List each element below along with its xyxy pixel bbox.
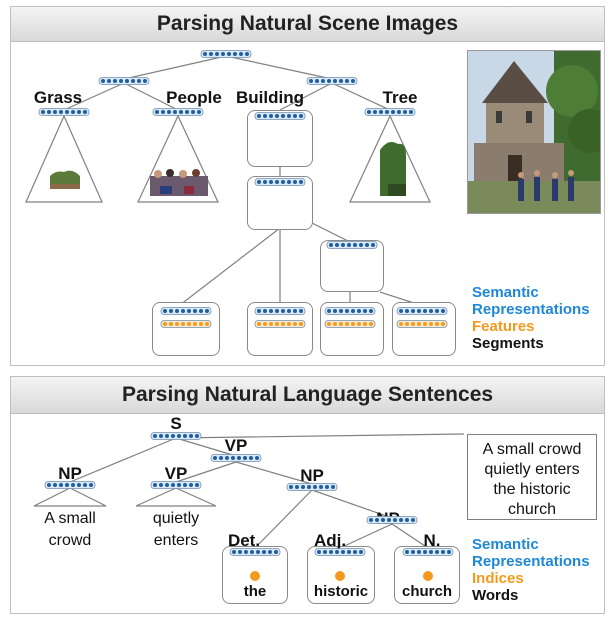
feature-vector-2	[254, 320, 306, 328]
language-panel-title: Parsing Natural Language Sentences	[11, 377, 604, 414]
np-left-label: NP	[58, 464, 82, 483]
node-det	[229, 548, 281, 556]
node-segment-1	[160, 307, 212, 315]
scene-parsing-panel: Parsing Natural Scene Images	[10, 6, 605, 366]
phrase-a-small-line2: crowd	[48, 532, 92, 549]
node-np-left	[44, 481, 96, 489]
node-s	[150, 432, 202, 440]
legend-segments: Segments	[472, 335, 544, 352]
phrase-a-small-crowd: A small crowd	[44, 508, 96, 552]
node-vp	[210, 454, 262, 462]
adj-label: Adj.	[313, 531, 347, 550]
det-label: Det.	[227, 531, 261, 550]
node-left-inner	[98, 77, 150, 85]
phrase-a-small-line1: A small	[44, 510, 96, 527]
scene-photo	[467, 50, 601, 214]
node-people	[152, 108, 204, 116]
node-n	[402, 548, 454, 556]
sentence-line-3: the historic	[493, 481, 571, 498]
n-label: N.	[423, 531, 441, 550]
language-legend: Semantic Representations Indices Words	[472, 536, 590, 604]
feature-vector-3	[324, 320, 376, 328]
node-right-inner	[306, 77, 358, 85]
sentence-box: A small crowd quietly enters the histori…	[467, 434, 597, 520]
node-segment-2	[254, 307, 306, 315]
tree-label: Tree	[382, 88, 418, 107]
legend-features: Features	[472, 318, 535, 335]
node-segment-4	[396, 307, 448, 315]
legend-words: Words	[472, 587, 519, 604]
building-label: Building	[236, 88, 304, 107]
legend-representations-2: Representations	[472, 553, 590, 570]
grass-label: Grass	[33, 88, 83, 107]
feature-vector-1	[160, 320, 212, 328]
node-building-2	[254, 178, 306, 186]
language-parsing-panel: Parsing Natural Language Sentences	[10, 376, 605, 614]
index-dot-church	[423, 571, 433, 581]
language-triangles	[33, 487, 217, 507]
node-vp-left	[150, 481, 202, 489]
grass-segment	[50, 170, 80, 189]
grass-triangle	[25, 114, 103, 203]
phrase-quietly-line1: quietly	[152, 510, 200, 527]
people-segment	[150, 169, 208, 196]
scene-panel-title: Parsing Natural Scene Images	[11, 7, 604, 42]
people-label: People	[166, 88, 222, 107]
node-np-mid	[286, 483, 338, 491]
index-dot-the	[250, 571, 260, 581]
feature-vector-4	[396, 320, 448, 328]
scene-legend: Semantic Representations Features Segmen…	[472, 284, 590, 352]
node-root	[200, 50, 252, 58]
vp-label: VP	[224, 436, 248, 455]
church-photo-image	[468, 51, 600, 213]
node-np-right	[366, 516, 418, 524]
word-the: the	[243, 583, 267, 600]
legend-semantic: Semantic	[472, 284, 539, 301]
node-tree	[364, 108, 416, 116]
node-adj	[314, 548, 366, 556]
np-mid-label: NP	[300, 466, 324, 485]
sentence-line-2: quietly enters	[484, 461, 580, 478]
word-historic: historic	[313, 583, 369, 600]
node-grass	[38, 108, 90, 116]
vp-left-label: VP	[164, 464, 188, 483]
s-label: S	[170, 414, 182, 433]
word-church: church	[401, 583, 453, 600]
node-building-3	[326, 241, 378, 249]
node-segment-3	[324, 307, 376, 315]
sentence-line-4: church	[507, 501, 557, 518]
phrase-quietly-line2: enters	[153, 532, 199, 549]
legend-representations: Representations	[472, 301, 590, 318]
tree-segment	[380, 142, 406, 196]
legend-indices: Indices	[472, 570, 524, 587]
legend-semantic-2: Semantic	[472, 536, 539, 553]
sentence-line-1: A small crowd	[482, 441, 582, 458]
index-dot-historic	[335, 571, 345, 581]
node-building-1	[254, 112, 306, 120]
phrase-quietly-enters: quietly enters	[153, 508, 199, 552]
